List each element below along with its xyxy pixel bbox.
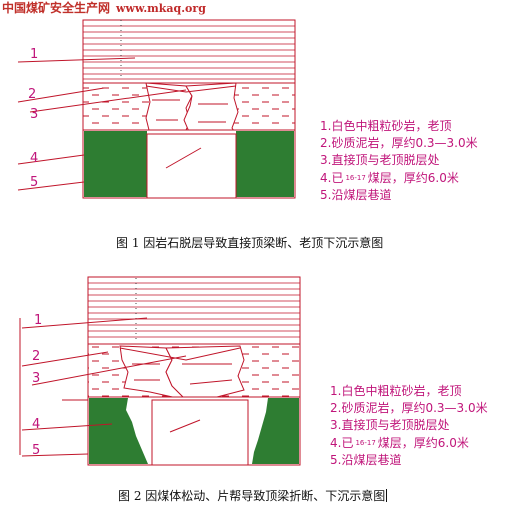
fig1-legend: 1.白色中粗粒砂岩，老顶 2.砂质泥岩，厚约0.3—3.0米 3.直接顶与老顶脱… (320, 118, 478, 204)
fig2-legend-item-1: 1.白色中粗粒砂岩，老顶 (330, 384, 462, 398)
fig2-sandstone-layer (87, 276, 301, 345)
fig1-caption: 图 1 因岩石脱层导致直接顶梁断、老顶下沉示意图 (116, 236, 384, 250)
fig1-sandstone-hatching (83, 25, 295, 80)
fig1-legend-item-5: 5.沿煤层巷道 (320, 187, 392, 202)
fig1-coal-seam-right (236, 131, 294, 197)
fig2-roadway (151, 399, 249, 466)
fig1-legend-item-3: 3.直接顶与老顶脱层处 (320, 153, 440, 168)
fig1-legend-item-2: 2.砂质泥岩，厚约0.3—3.0米 (320, 136, 478, 151)
fig1-sandstone-layer (82, 19, 296, 84)
fig2-label-4: 4 (32, 417, 40, 432)
fig2-legend: 1.白色中粗粒砂岩，老顶 2.砂质泥岩，厚约0.3—3.0米 3.直接顶与老顶脱… (330, 383, 488, 469)
fig2-caption: 图 2 因煤体松动、片帮导致顶梁折断、下沉示意图 (118, 489, 388, 503)
fig1-legend-item-1: 1.白色中粗粒砂岩，老顶 (320, 119, 452, 133)
fig2-separation-gap (119, 347, 241, 361)
fig1-label-2: 2 (28, 87, 36, 102)
watermark-site-name: 中国煤矿安全生产网 (2, 1, 111, 15)
fig1-label-1: 1 (30, 47, 38, 62)
fig2-leader-lines (19, 317, 201, 457)
fig2-label-3: 3 (32, 371, 40, 386)
fig1-broken-beam (145, 82, 239, 135)
fig2-label-5: 5 (32, 443, 40, 458)
fig1-roadway (146, 133, 237, 199)
fig1-coal-seam-left (84, 131, 147, 197)
fig2-legend-item-2: 2.砂质泥岩，厚约0.3—3.0米 (330, 401, 488, 416)
fig1-separation-gap (145, 85, 237, 93)
fig1-leader-lines (17, 57, 202, 191)
fig1-label-4: 4 (30, 151, 38, 166)
watermark-url: www.mkaq.org (116, 2, 206, 15)
site-watermark: 中国煤矿安全生产网 www.mkaq.org (2, 0, 206, 16)
fig1-label-3: 3 (30, 107, 38, 122)
fig2-coal-seam-right-spalled (252, 398, 299, 464)
figure1-diagram: 1 2 3 4 5 (17, 19, 296, 199)
fig2-label-2: 2 (32, 349, 40, 364)
fig1-label-5: 5 (30, 175, 38, 190)
fig2-sandstone-hatching (88, 282, 300, 338)
fig2-coal-seam-left-spalled (89, 398, 148, 464)
fig2-legend-item-5: 5.沿煤层巷道 (330, 452, 402, 467)
fig2-legend-item-3: 3.直接顶与老顶脱层处 (330, 418, 450, 433)
figure2-diagram: 1 2 3 4 5 (19, 276, 301, 466)
fig2-label-1: 1 (34, 313, 42, 328)
text-cursor (386, 489, 388, 502)
